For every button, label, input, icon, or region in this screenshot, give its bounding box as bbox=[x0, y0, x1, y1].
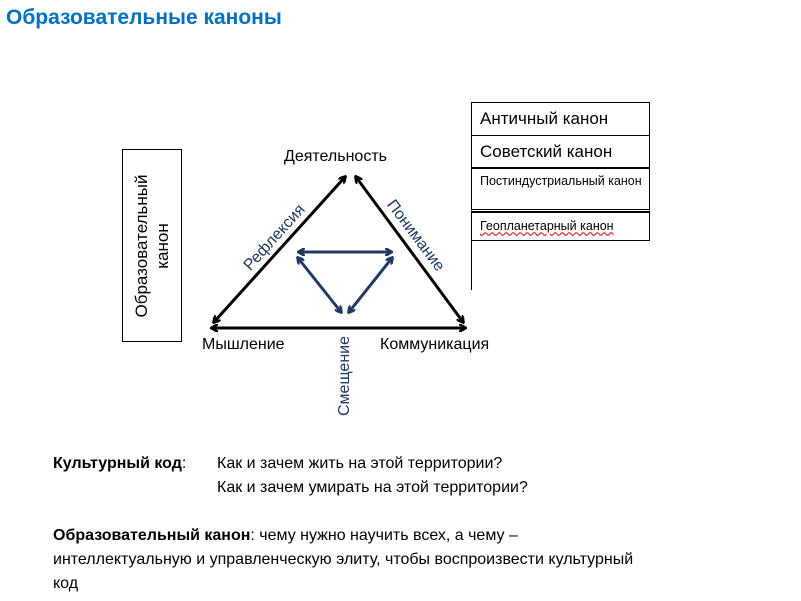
canon-geoplanetary: Геопланетарный канон bbox=[471, 212, 650, 241]
culture-code-line-1: Как и зачем жить на этой территории? bbox=[217, 455, 503, 472]
edge-label-shift: Смещение bbox=[336, 335, 353, 417]
canon-postindustrial: Постиндустриальный канон bbox=[471, 168, 650, 212]
canon-definition-term: Образовательный канон bbox=[53, 527, 251, 544]
culture-code-line-2: Как и зачем умирать на этой территории? bbox=[217, 479, 528, 496]
edge-left-arrow bbox=[214, 177, 345, 322]
culture-code-label: Культурный код: bbox=[53, 452, 186, 476]
canon-geoplanetary-label: Геопланетарный канон bbox=[480, 219, 614, 233]
culture-code-colon: : bbox=[181, 455, 187, 472]
culture-code-term: Культурный код bbox=[53, 455, 182, 472]
node-activity: Деятельность bbox=[284, 148, 387, 165]
canon-definition-text: : чему нужно научить всех, а чему – инте… bbox=[53, 527, 634, 592]
node-communication: Коммуникация bbox=[380, 336, 490, 353]
node-thinking: Мышление bbox=[202, 336, 285, 353]
slide-title: Образовательные каноны bbox=[6, 6, 282, 29]
edge-right-arrow bbox=[356, 177, 463, 322]
canon-definition: Образовательный канон: чему нужно научит… bbox=[53, 524, 653, 596]
divider-line bbox=[471, 240, 472, 290]
inner-left-arrow bbox=[298, 258, 341, 312]
inner-right-arrow bbox=[349, 258, 392, 312]
